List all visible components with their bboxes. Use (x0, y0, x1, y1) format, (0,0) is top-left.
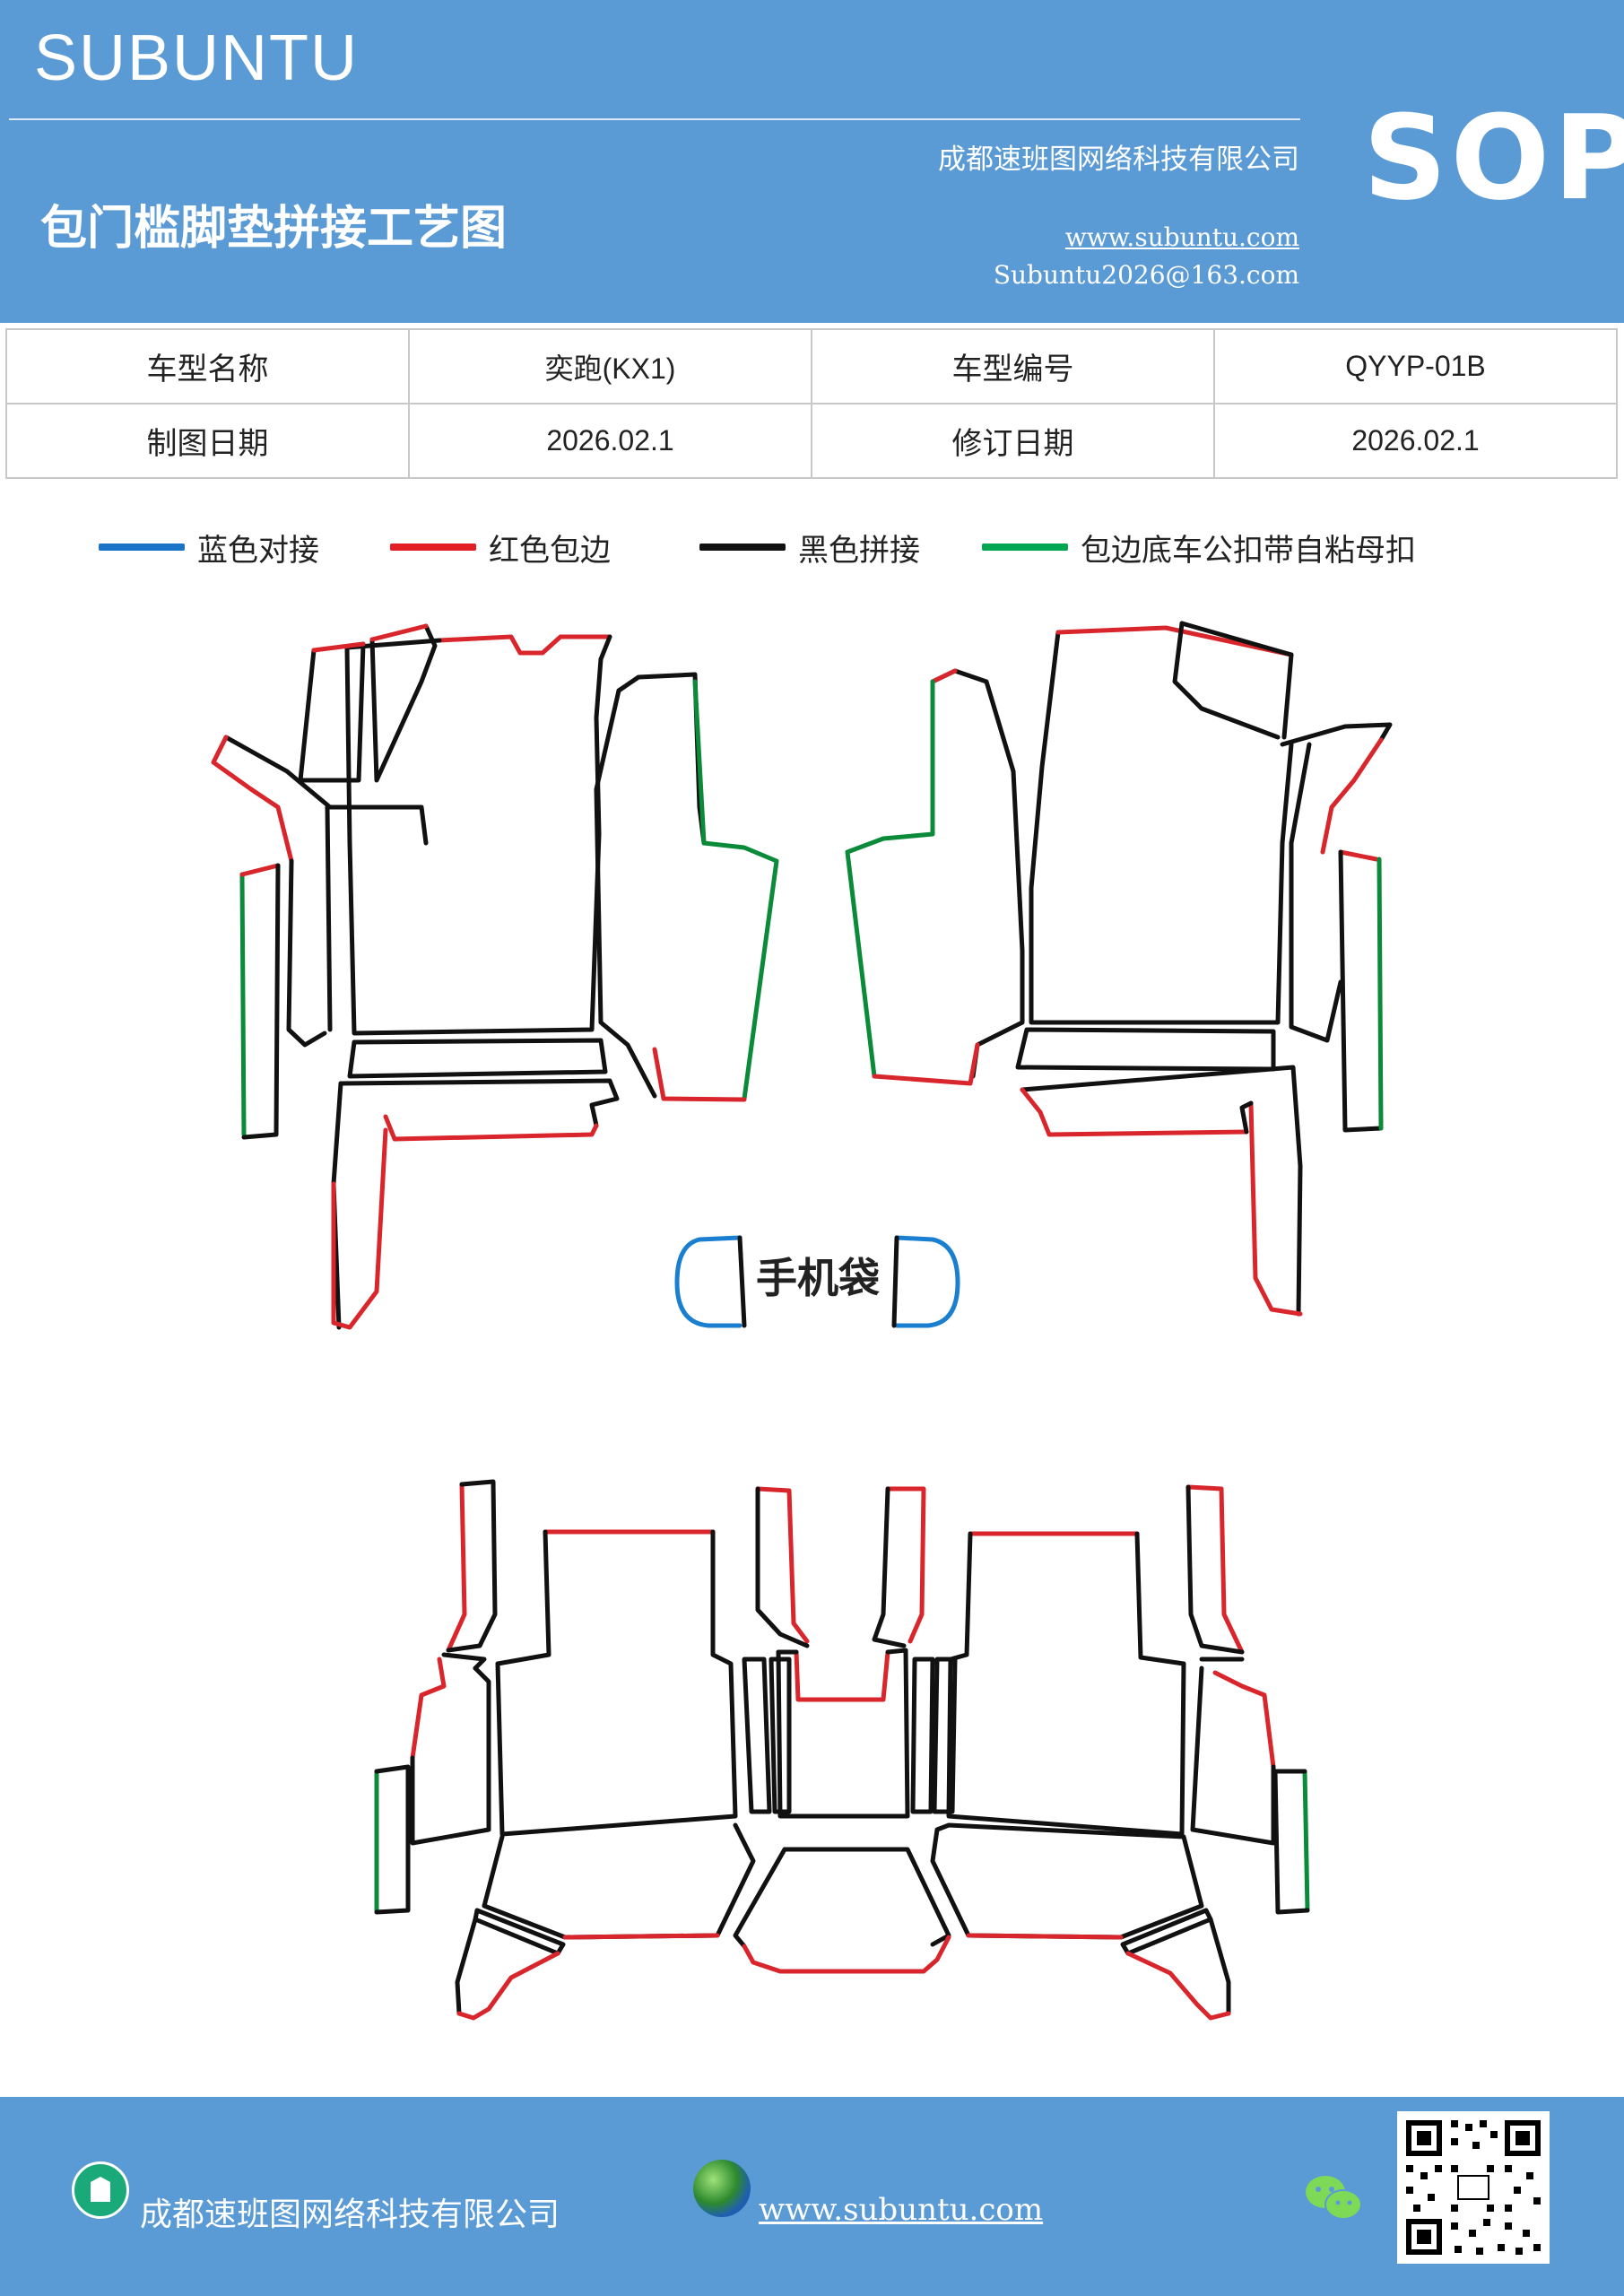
globe-icon (693, 2160, 751, 2217)
info-table: 车型名称 奕跑(KX1) 车型编号 QYYP-01B 制图日期 2026.02.… (5, 328, 1618, 479)
legend-item-red: 红色包边 (390, 525, 611, 570)
table-row: 车型名称 奕跑(KX1) 车型编号 QYYP-01B (5, 328, 1618, 404)
website-link[interactable]: www.subuntu.com (1064, 222, 1299, 252)
building-icon (72, 2161, 129, 2219)
front-right-mat (845, 621, 1393, 1317)
table-cell: 2026.02.1 (1213, 403, 1618, 479)
legend-swatch (99, 544, 185, 551)
email-address: Subuntu2026@163.com (993, 260, 1299, 290)
front-left-mat (211, 623, 779, 1330)
legend-item-green: 包边底车公扣带自粘母扣 (982, 525, 1416, 570)
header-band: SUBUNTU 成都速班图网络科技有限公司 包门槛脚垫拼接工艺图 www.sub… (0, 0, 1624, 323)
legend-item-blue: 蓝色对接 (99, 525, 319, 570)
document-title: 包门槛脚垫拼接工艺图 (40, 202, 508, 256)
legend-swatch (982, 544, 1068, 551)
legend-swatch (390, 544, 476, 551)
header-divider (9, 118, 1300, 120)
legend-label: 蓝色对接 (197, 532, 319, 569)
table-cell: 制图日期 (5, 403, 410, 479)
legend-label: 包边底车公扣带自粘母扣 (1081, 532, 1416, 569)
table-cell: 车型名称 (5, 328, 410, 404)
table-row: 制图日期 2026.02.1 修订日期 2026.02.1 (5, 403, 1618, 479)
footer-company-name: 成都速班图网络科技有限公司 (140, 2196, 560, 2233)
footer-website-link[interactable]: www.subuntu.com (759, 2192, 1044, 2228)
phone-bag-label: 手机袋 (756, 1254, 880, 1302)
phone-bag: 手机袋 (674, 1235, 960, 1328)
company-name: 成都速班图网络科技有限公司 (938, 144, 1299, 176)
table-cell: 奕跑(KX1) (408, 328, 812, 404)
table-cell: 2026.02.1 (408, 403, 812, 479)
legend-label: 黑色拼接 (798, 532, 920, 569)
table-cell: QYYP-01B (1213, 328, 1618, 404)
brand-name: SUBUNTU (34, 22, 360, 94)
footer-band: 成都速班图网络科技有限公司 www.subuntu.com (0, 2097, 1624, 2296)
legend-label: 红色包边 (489, 532, 611, 569)
wechat-icon (1302, 2170, 1365, 2224)
table-cell: 修订日期 (811, 403, 1215, 479)
qr-code[interactable] (1397, 2111, 1550, 2264)
legend-item-black: 黑色拼接 (699, 525, 920, 570)
rear-mat (374, 1479, 1310, 2021)
legend-swatch (699, 544, 786, 551)
table-cell: 车型编号 (811, 328, 1215, 404)
sop-badge: SOP (1363, 90, 1624, 226)
